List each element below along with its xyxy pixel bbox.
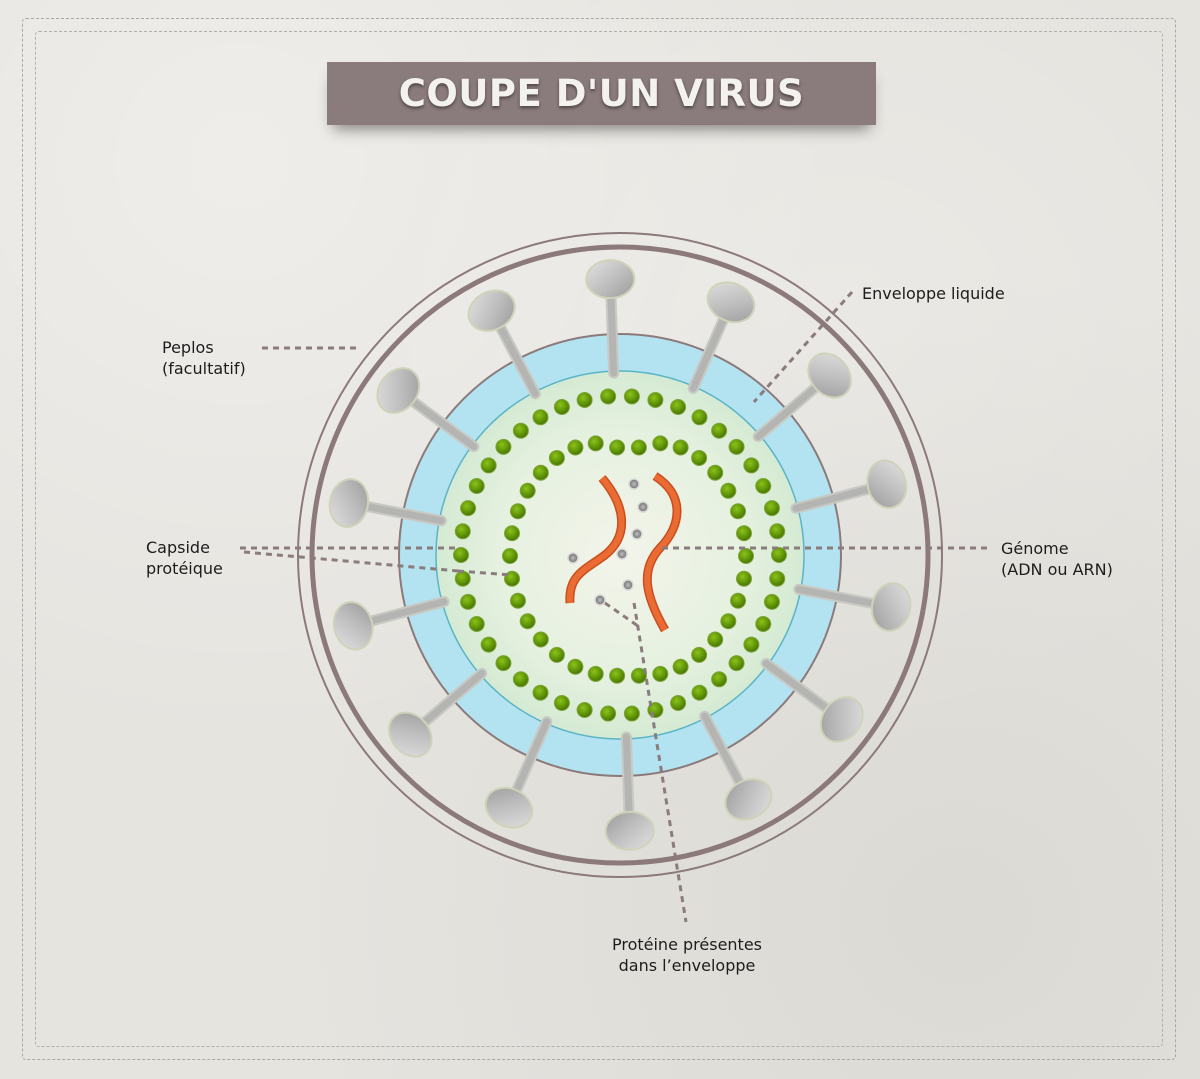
capsid-outer-ring bbox=[453, 388, 787, 722]
label-peplos-line1: Peplos bbox=[162, 338, 214, 357]
leader-proteine-a bbox=[604, 601, 639, 628]
title-banner: COUPE D'UN VIRUS bbox=[327, 62, 876, 125]
label-genome: Génome (ADN ou ARN) bbox=[1001, 538, 1113, 580]
label-capside: Capside protéique bbox=[146, 537, 223, 579]
label-proteine-line2: dans l’enveloppe bbox=[618, 956, 756, 975]
label-genome-line2: (ADN ou ARN) bbox=[1001, 560, 1113, 579]
label-capside-line2: protéique bbox=[146, 559, 223, 578]
peplos-rings bbox=[297, 232, 943, 878]
label-proteine: Protéine présentes dans l’enveloppe bbox=[582, 934, 792, 976]
leader-lines bbox=[240, 291, 988, 923]
envelope-proteins bbox=[567, 478, 649, 606]
label-peplos: Peplos (facultatif) bbox=[162, 337, 246, 379]
label-enveloppe-line1: Enveloppe liquide bbox=[862, 284, 1005, 303]
leader-proteine-b bbox=[632, 602, 688, 923]
label-genome-line1: Génome bbox=[1001, 539, 1069, 558]
leader-enveloppe bbox=[752, 291, 854, 403]
outer-dashed-border bbox=[22, 18, 1176, 1060]
leader-capside-inner bbox=[457, 569, 513, 577]
label-peplos-line2: (facultatif) bbox=[162, 359, 246, 378]
label-enveloppe-liquide: Enveloppe liquide bbox=[862, 283, 1005, 304]
capsid-inner-ring bbox=[502, 435, 754, 684]
page-title: COUPE D'UN VIRUS bbox=[398, 72, 805, 115]
label-proteine-line1: Protéine présentes bbox=[611, 935, 762, 954]
inner-dashed-border bbox=[35, 31, 1163, 1047]
envelope-spikes bbox=[328, 259, 912, 851]
leader-capside-mid bbox=[243, 550, 459, 573]
label-capside-line1: Capside bbox=[146, 538, 210, 557]
genome-strands bbox=[565, 472, 682, 633]
